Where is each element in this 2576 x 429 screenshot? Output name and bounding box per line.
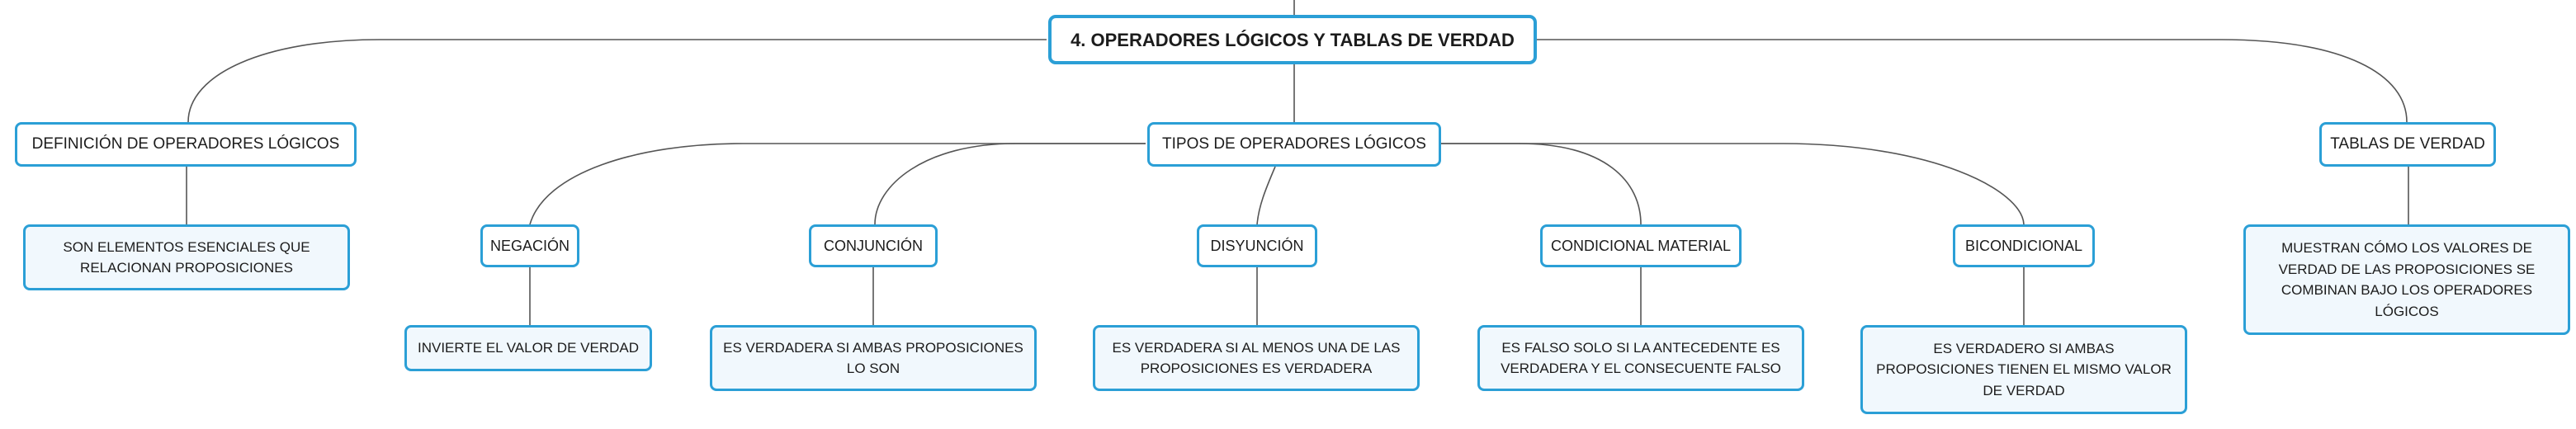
connector-root-definition: [187, 39, 1047, 123]
operator-negacion[interactable]: NEGACIÓN: [480, 224, 579, 267]
operator-disyuncion[interactable]: DISYUNCIÓN: [1197, 224, 1317, 267]
connector-types-negacion: [529, 143, 1146, 225]
operator-conjuncion[interactable]: CONJUNCIÓN: [809, 224, 938, 267]
connector-types-disyuncion: [1256, 166, 1276, 225]
description-bicondicional[interactable]: ES VERDADERO SI AMBAS PROPOSICIONES TIEN…: [1860, 325, 2187, 414]
operator-bicondicional[interactable]: BICONDICIONAL: [1953, 224, 2095, 267]
topic-definicion-operadores[interactable]: DEFINICIÓN DE OPERADORES LÓGICOS: [15, 122, 357, 167]
connector-types-condicional: [1440, 143, 1642, 225]
connector-types-bicondicional: [1440, 143, 2025, 225]
description-definicion[interactable]: SON ELEMENTOS ESENCIALES QUE RELACIONAN …: [23, 224, 350, 290]
description-disyuncion[interactable]: ES VERDADERA SI AL MENOS UNA DE LAS PROP…: [1093, 325, 1420, 391]
topic-tipos-operadores[interactable]: TIPOS DE OPERADORES LÓGICOS: [1147, 122, 1441, 167]
description-conjuncion[interactable]: ES VERDADERA SI AMBAS PROPOSICIONES LO S…: [710, 325, 1037, 391]
connector-types-conjuncion: [874, 143, 1146, 225]
operator-condicional-material[interactable]: CONDICIONAL MATERIAL: [1540, 224, 1742, 267]
topic-tablas-de-verdad[interactable]: TABLAS DE VERDAD: [2319, 122, 2496, 167]
connector-root-truth-tables: [1534, 39, 2408, 123]
description-condicional-material[interactable]: ES FALSO SOLO SI LA ANTECEDENTE ES VERDA…: [1477, 325, 1804, 391]
description-negacion[interactable]: INVIERTE EL VALOR DE VERDAD: [404, 325, 652, 371]
description-tablas-de-verdad[interactable]: MUESTRAN CÓMO LOS VALORES DE VERDAD DE L…: [2243, 224, 2570, 335]
root-topic[interactable]: 4. OPERADORES LÓGICOS Y TABLAS DE VERDAD: [1048, 15, 1537, 64]
